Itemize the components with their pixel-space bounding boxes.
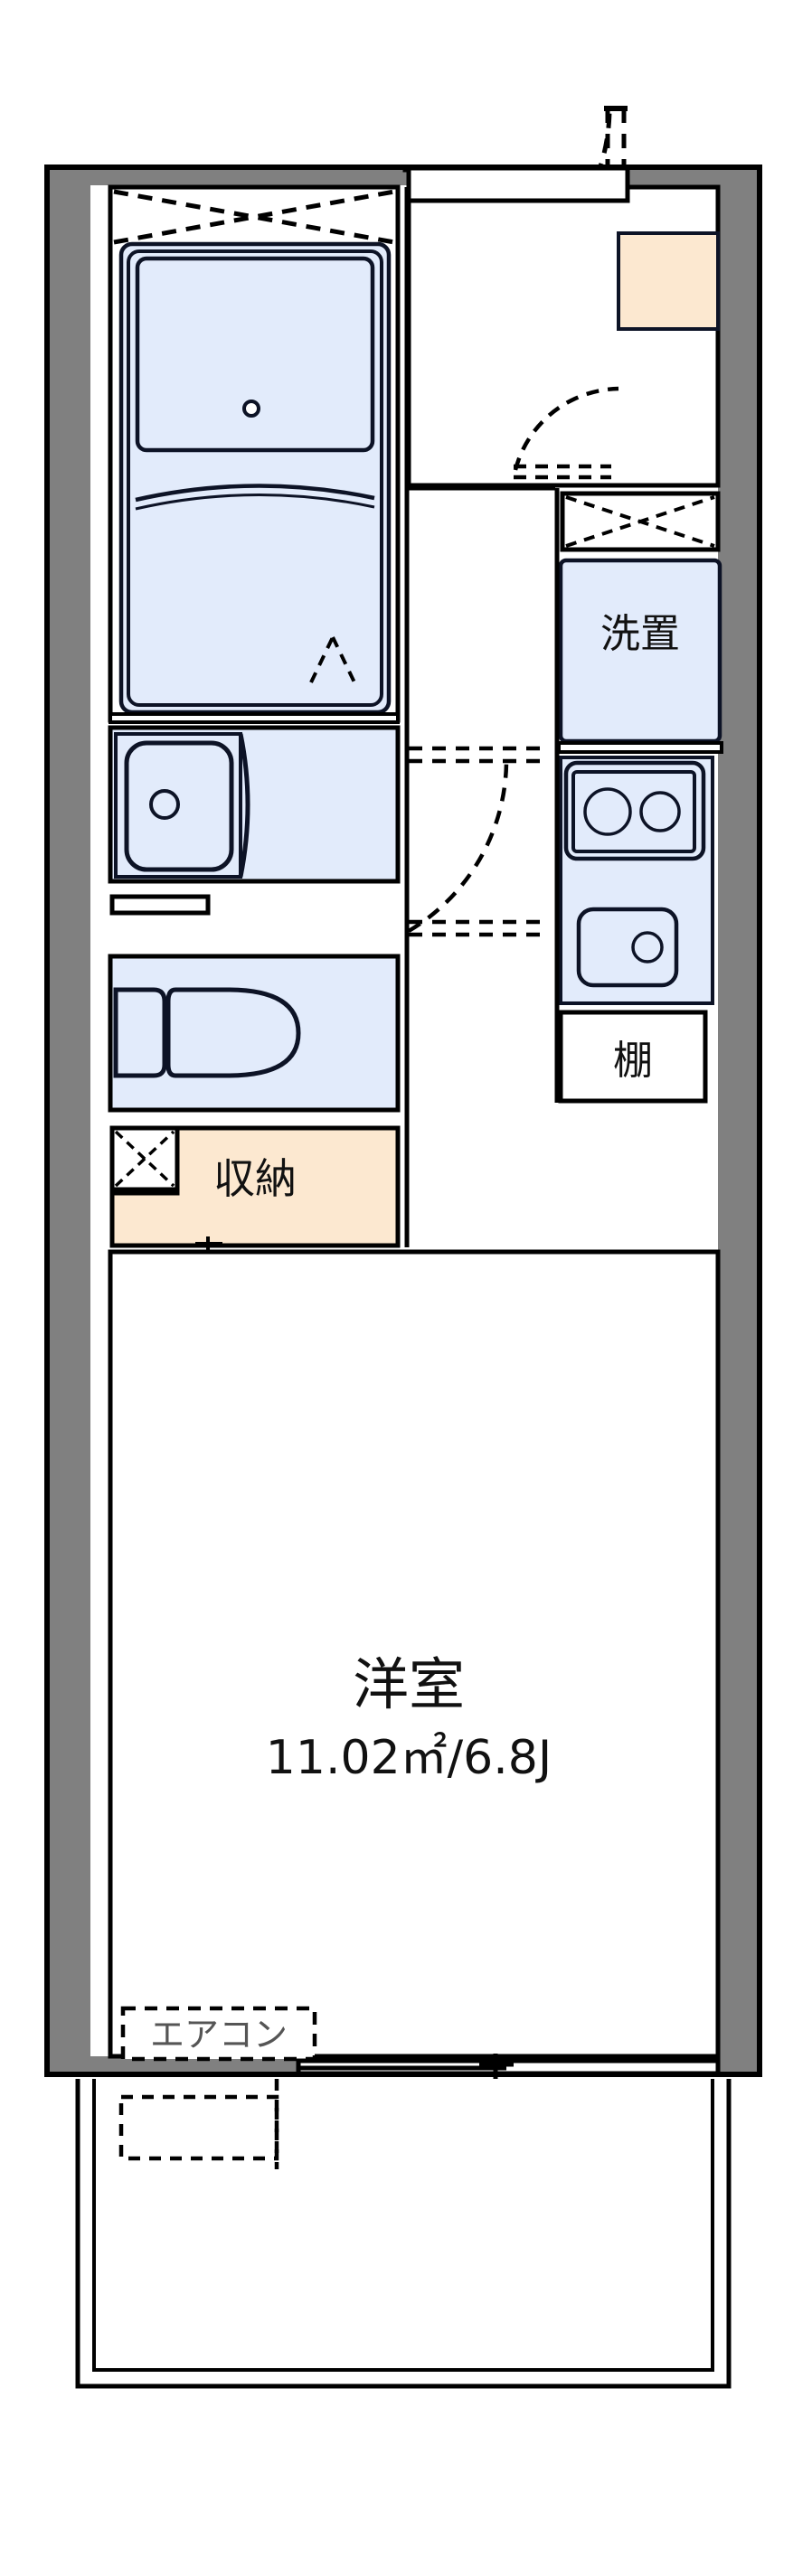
main-room: 洋室 11.02㎡/6.8J エアコン	[108, 1249, 721, 2062]
hall-door-swing	[513, 386, 619, 480]
bath-door-swing	[309, 636, 356, 683]
bath-threshold	[109, 712, 400, 724]
unit-bath	[108, 184, 401, 724]
balcony-window	[296, 2054, 721, 2081]
shelf-box	[558, 1010, 708, 1104]
bath-wash-area-edge2	[135, 493, 375, 511]
hall-door-arc	[513, 386, 619, 471]
closet-body	[109, 1125, 401, 1248]
corridor-floor	[409, 488, 555, 1247]
entrance-opening	[406, 165, 630, 203]
shoe-cabinet	[617, 231, 720, 331]
kitchen: 洗置 棚	[557, 491, 723, 1104]
toilet-bowl	[165, 987, 301, 1078]
washroom-door-swing	[407, 746, 548, 937]
kitchen-counter-divider	[557, 741, 723, 754]
washbasin-front-curve	[238, 733, 250, 878]
bath-door-leaf-a	[309, 636, 335, 683]
entrance-hall	[406, 165, 721, 488]
bathtub-drain	[242, 400, 260, 418]
balcony-dashed-box	[118, 2094, 279, 2161]
corridor	[404, 187, 560, 1247]
aircon: エアコン	[120, 2006, 317, 2062]
kitchen-sink-drain	[631, 931, 664, 964]
kitchen-window-cross-b	[565, 495, 715, 548]
main-room-outline	[108, 1249, 721, 2059]
closet-upper-cross-b	[114, 1130, 175, 1188]
kitchen-sink-bowl	[576, 907, 679, 988]
main-room-name: 洋室	[353, 1651, 465, 1717]
entrance-door-arc	[419, 108, 612, 301]
washbasin-drain	[149, 789, 180, 820]
balcony-inner	[92, 2079, 714, 2372]
shelf-label: 棚	[613, 1038, 653, 1084]
closet-label: 収納	[213, 1154, 297, 1203]
toilet-room	[108, 954, 401, 1113]
bathtub-basin	[135, 256, 375, 453]
balcony	[75, 2079, 732, 2389]
aircon-label: エアコン	[150, 2015, 288, 2054]
closet: 収納	[109, 1125, 401, 1253]
gas-burner-right	[639, 791, 681, 832]
washroom-door-arc	[407, 760, 509, 933]
bath-wash-area-edge	[135, 484, 375, 503]
washroom	[108, 725, 401, 916]
bath-door-leaf-b	[331, 636, 356, 683]
aircon-box	[120, 2006, 317, 2062]
toilet-tank	[113, 987, 167, 1078]
balcony-outer	[75, 2079, 732, 2389]
gas-burner-left	[583, 787, 632, 836]
washroom-sill	[109, 894, 211, 916]
main-room-area: 11.02㎡/6.8J	[266, 1731, 552, 1785]
laundry-label: 洗置	[600, 611, 680, 657]
